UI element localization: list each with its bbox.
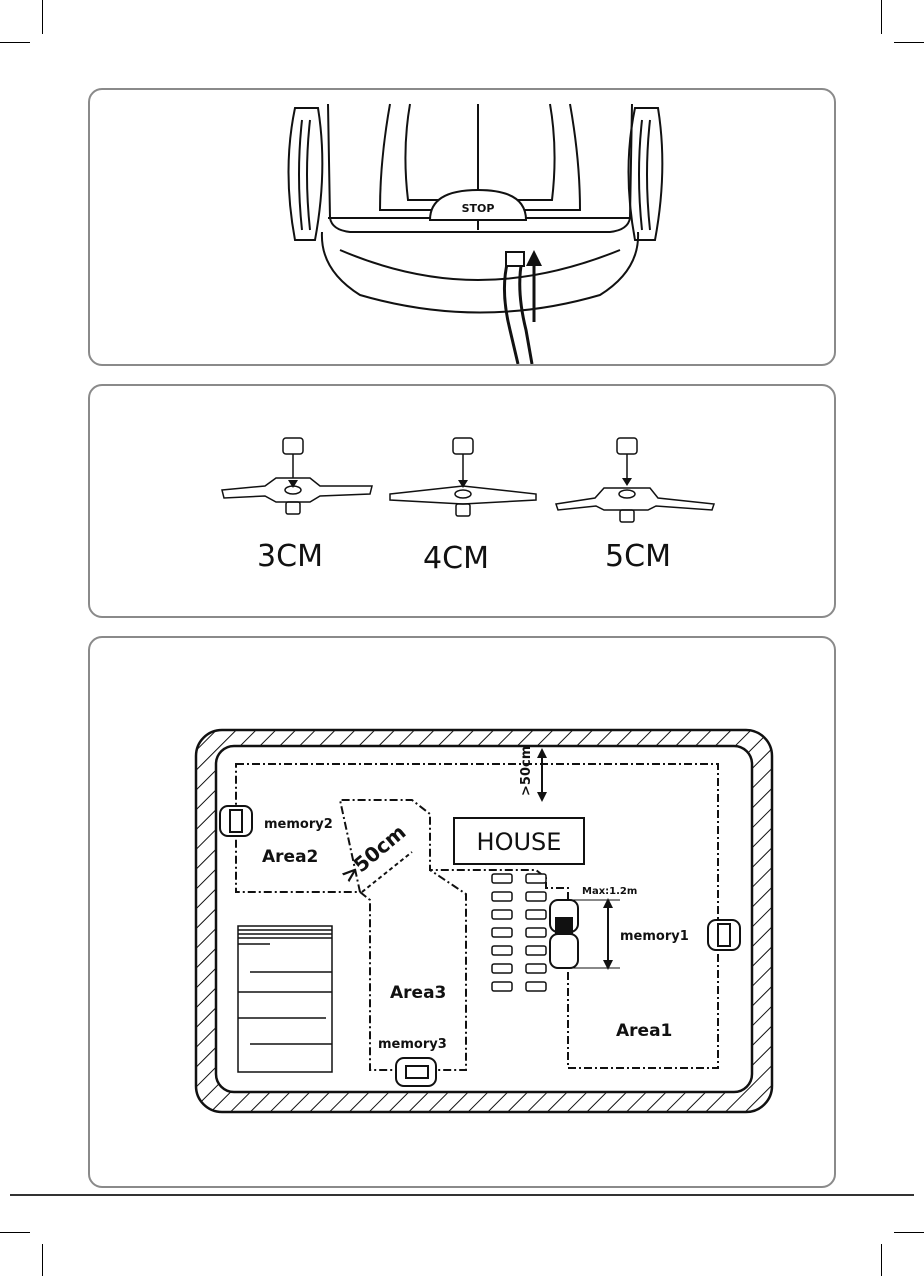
blade-5cm [556, 438, 714, 522]
blade-4cm [390, 438, 536, 516]
crop-mark [881, 0, 882, 34]
mower-memory1-icon [708, 920, 740, 950]
up-arrow-icon [526, 250, 542, 266]
shed [238, 926, 332, 1072]
mower-memory2-icon [220, 806, 252, 836]
garden-layout-map: HOUSE [90, 638, 834, 1186]
house-label: HOUSE [477, 828, 562, 856]
crop-mark [42, 0, 43, 34]
stop-label: STOP [462, 202, 495, 215]
blade-label-4cm: 4CM [423, 541, 489, 576]
footer-rule [10, 1194, 914, 1196]
memory2-label: memory2 [264, 817, 333, 832]
distance-top-label: >50cm [519, 746, 534, 796]
mower-rear-panel: STOP [88, 88, 836, 366]
crop-mark [42, 1244, 43, 1276]
crop-mark [0, 42, 30, 43]
crop-mark [894, 42, 924, 43]
area2-label: Area2 [262, 847, 318, 867]
mower-memory3-icon [396, 1058, 436, 1086]
blade-label-3cm: 3CM [257, 539, 323, 574]
crop-mark [0, 1232, 30, 1233]
mower-rear-illustration: STOP [90, 90, 834, 364]
memory3-label: memory3 [378, 1037, 447, 1052]
rear-bumper [322, 232, 638, 313]
crop-mark [894, 1232, 924, 1233]
blade-height-panel: 3CM 4CM 5CM [88, 384, 836, 618]
garden-layout-panel: HOUSE [88, 636, 836, 1188]
down-arrow-icon [622, 478, 632, 486]
mower-docked-icon [550, 900, 578, 968]
blade-height-illustration: 3CM 4CM 5CM [90, 386, 834, 616]
left-wheel [289, 108, 323, 240]
blade-3cm [222, 438, 372, 514]
max-distance-label: Max:1.2m [582, 886, 637, 897]
blade-label-5cm: 5CM [605, 539, 671, 574]
right-wheel [629, 108, 663, 240]
crop-mark [881, 1244, 882, 1276]
area1-label: Area1 [616, 1021, 672, 1041]
area3-label: Area3 [390, 983, 446, 1003]
memory1-label: memory1 [620, 929, 689, 944]
